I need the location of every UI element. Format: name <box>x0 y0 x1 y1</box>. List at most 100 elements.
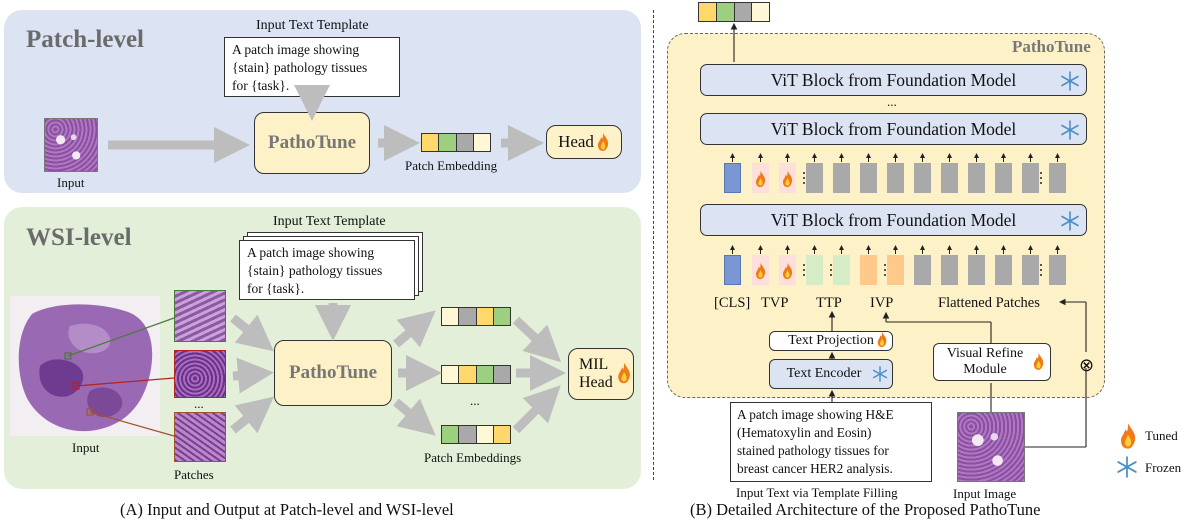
token-patch-upper <box>995 163 1012 193</box>
flame-icon <box>756 262 766 280</box>
filled-text-template: A patch image showing H&E (Hematoxylin a… <box>730 402 932 482</box>
snowflake-icon <box>1061 211 1079 231</box>
vit-block-top: ViT Block from Foundation Model <box>700 64 1087 96</box>
emb-cell <box>476 366 494 383</box>
flame-icon <box>597 133 609 151</box>
token-ivp <box>860 255 877 285</box>
wsi-embedding-1 <box>441 307 511 326</box>
emb-cell <box>476 426 494 443</box>
token-patch-upper <box>941 163 958 193</box>
token-patch <box>941 255 958 285</box>
panel-separator <box>653 10 654 480</box>
emb-cell <box>493 366 510 383</box>
emb-cell <box>456 134 474 151</box>
snowflake-icon <box>1117 456 1137 478</box>
emb-cell <box>439 134 457 151</box>
caption-a: (A) Input and Output at Patch-level and … <box>120 500 454 519</box>
patch-input-image <box>44 118 98 172</box>
label-tvp: TVP <box>761 295 789 311</box>
label-cls: [CLS] <box>714 295 751 311</box>
emb-cell <box>422 134 440 151</box>
label-flattened-patches: Flattened Patches <box>938 295 1040 311</box>
legend-frozen: Frozen <box>1145 460 1182 475</box>
wsi-level-title: WSI-level <box>26 224 132 251</box>
token-patch-upper <box>860 163 877 193</box>
input-image-label: Input Image <box>953 486 1017 501</box>
snowflake-icon <box>1061 120 1079 140</box>
flame-icon <box>756 170 766 188</box>
emb-cell <box>493 426 510 443</box>
token-patch <box>995 255 1012 285</box>
emb-cell <box>473 134 490 151</box>
caption-b: (B) Detailed Architecture of the Propose… <box>690 500 1041 519</box>
wsi-embeddings-label: Patch Embeddings <box>424 450 522 465</box>
token-patch <box>914 255 931 285</box>
wsi-slide-image <box>10 296 160 436</box>
filled-template-caption: Input Text via Template Filling <box>736 485 898 500</box>
flame-icon <box>783 170 793 188</box>
legend-tuned: Tuned <box>1145 428 1178 443</box>
emb-cell <box>699 3 717 21</box>
patch-input-label: Input <box>57 175 85 190</box>
wsi-patch-3 <box>174 412 226 462</box>
wsi-embedding-2 <box>441 365 511 384</box>
emb-cell <box>442 426 460 443</box>
architecture-connectors <box>730 22 1087 448</box>
token-ivp <box>887 255 904 285</box>
flame-icon <box>618 362 630 384</box>
emb-cell <box>442 308 460 325</box>
token-patch <box>968 255 985 285</box>
token-patch-upper <box>968 163 985 193</box>
label-ttp: TTP <box>816 295 842 311</box>
left-flow-arrows <box>108 85 566 436</box>
token-patch-upper <box>914 163 931 193</box>
visual-refine-module-box: Visual Refine Module <box>933 343 1051 381</box>
flame-icon <box>877 331 887 348</box>
token-cls-upper <box>724 163 741 193</box>
vit-block-middle: ViT Block from Foundation Model <box>700 113 1087 145</box>
token-ttp <box>806 255 823 285</box>
wsi-patches-label: Patches <box>174 467 214 482</box>
token-ttp <box>833 255 850 285</box>
emb-cell <box>459 426 477 443</box>
patch-head-box: Head <box>546 125 622 159</box>
wsi-patch-2 <box>174 350 226 398</box>
token-patch <box>1049 255 1066 285</box>
token-arrows <box>730 153 1060 254</box>
token-cls <box>724 255 741 285</box>
wsi-template-caption: Input Text Template <box>273 214 386 229</box>
output-embedding <box>698 2 770 22</box>
patch-level-title: Patch-level <box>26 26 145 53</box>
input-image <box>957 412 1025 482</box>
patch-template-caption: Input Text Template <box>256 18 369 33</box>
token-patch <box>1022 255 1039 285</box>
wsi-embedding-3 <box>441 425 511 444</box>
text-projection-box: Text Projection <box>769 331 893 351</box>
flame-icon <box>1033 353 1044 370</box>
emb-cell <box>734 3 753 21</box>
multiply-operator: ⊗ <box>1079 355 1095 376</box>
token-patch-upper <box>806 163 823 193</box>
patch-text-template: A patch image showing {stain} pathology … <box>224 37 400 97</box>
patch-pathotune-box: PathoTune <box>254 112 370 174</box>
label-ivp: IVP <box>870 295 894 311</box>
token-patch-upper <box>1049 163 1066 193</box>
emb-cell <box>716 3 735 21</box>
emb-cell <box>442 366 460 383</box>
wsi-input-label: Input <box>72 440 100 455</box>
vit-block-bottom: ViT Block from Foundation Model <box>700 204 1087 236</box>
vit-ellipsis: ... <box>887 94 897 109</box>
snowflake-icon <box>872 366 888 382</box>
text-encoder-box: Text Encoder <box>769 359 893 389</box>
wsi-patch-1 <box>174 290 226 342</box>
wsi-embedding-dots: ... <box>470 393 480 408</box>
architecture-title: PathoTune <box>1012 37 1091 56</box>
wsi-patch-leader-lines <box>64 317 175 437</box>
emb-cell <box>493 308 510 325</box>
wsi-patch-dots: ... <box>194 396 204 411</box>
flame-icon <box>1121 423 1136 449</box>
token-patch-upper <box>887 163 904 193</box>
token-patch-upper <box>833 163 850 193</box>
token-patch-upper <box>1022 163 1039 193</box>
patch-embedding-vector <box>421 133 491 152</box>
